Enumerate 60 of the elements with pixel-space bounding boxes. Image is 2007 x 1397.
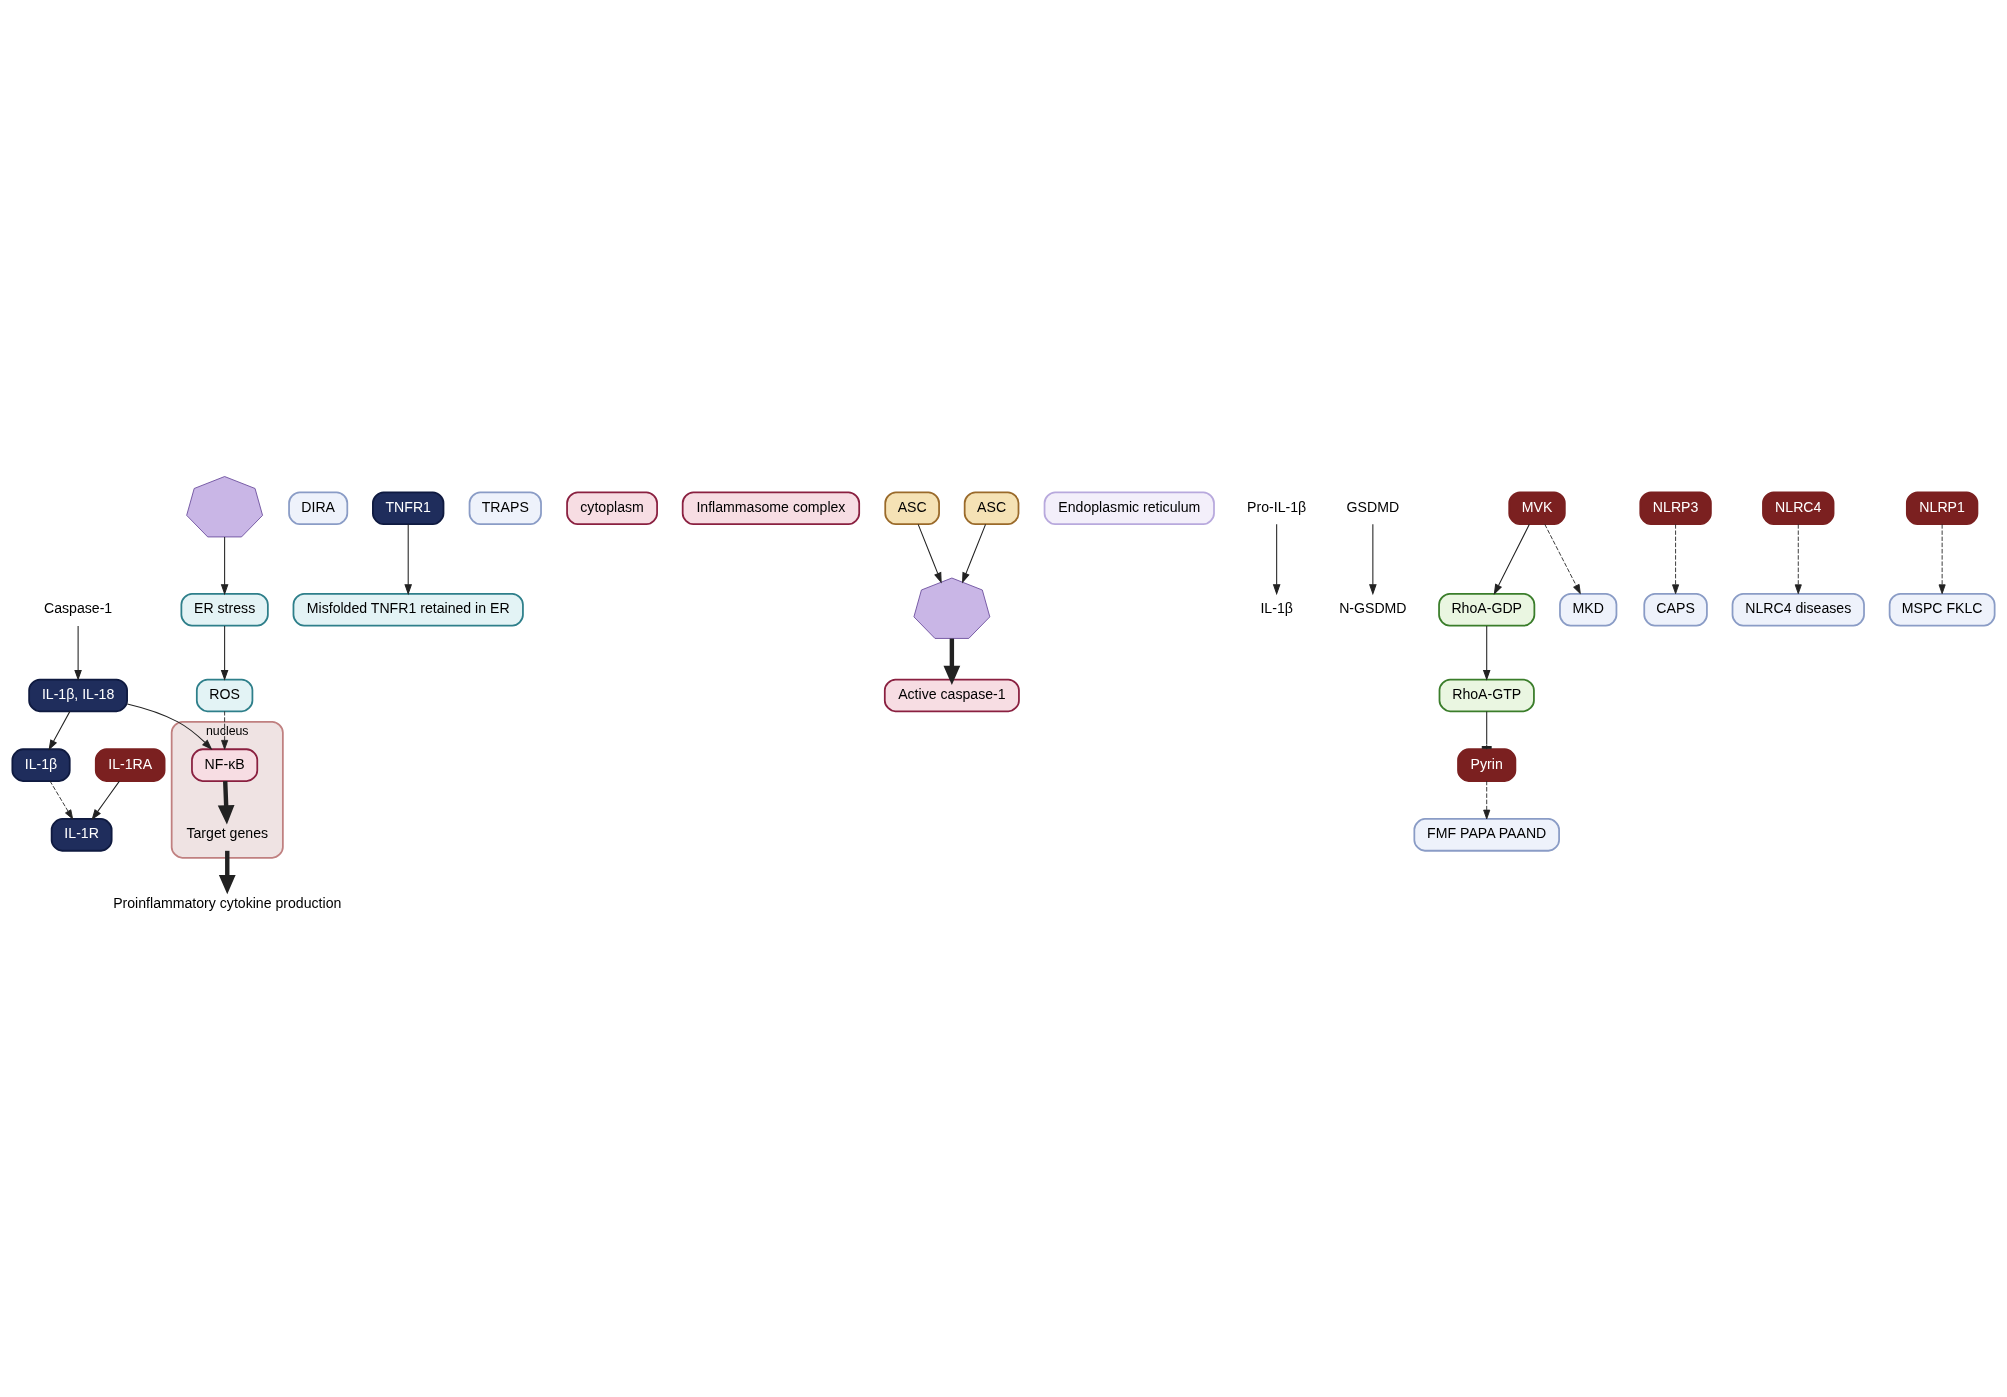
node-box: MSPC FKLC xyxy=(1888,593,1996,627)
node-box: IL-1R xyxy=(50,818,113,852)
node-box: cytoplasm xyxy=(566,491,658,526)
node-box: ROS xyxy=(195,678,254,713)
arrow xyxy=(1272,523,1281,596)
node-text: Pro-IL-1β xyxy=(1247,498,1307,515)
node-box: IL-1RA xyxy=(94,748,166,782)
node-box: ASC xyxy=(884,491,940,526)
arrow xyxy=(1482,625,1491,681)
node-box: NLRC4 xyxy=(1762,491,1835,526)
node-text: GSDMD xyxy=(1346,498,1400,515)
node-box: Active caspase-1 xyxy=(883,678,1020,713)
arrow xyxy=(1938,523,1946,595)
arrow xyxy=(917,523,942,584)
node-box: Endoplasmic reticulum xyxy=(1043,491,1215,526)
node-picture xyxy=(913,577,991,639)
arrow xyxy=(126,703,213,751)
node-box: RhoA-GDP xyxy=(1438,593,1536,627)
node-box: Inflammasome complex xyxy=(681,491,861,526)
arrow xyxy=(91,780,120,821)
arrow xyxy=(49,780,74,820)
arrow xyxy=(1672,523,1680,595)
node-box: ER stress xyxy=(180,593,269,627)
node-text: IL-1β xyxy=(1260,600,1293,617)
arrow xyxy=(1794,523,1802,595)
node-box: NF-κB xyxy=(191,748,259,782)
arrow xyxy=(962,523,987,584)
node-box: MKD xyxy=(1559,593,1618,627)
arrow xyxy=(404,523,413,596)
arrow xyxy=(218,850,236,895)
node-box: CAPS xyxy=(1643,593,1708,627)
arrow xyxy=(1369,523,1377,596)
arrow xyxy=(220,625,229,681)
node-box: IL-1β, IL-18 xyxy=(28,678,128,713)
node-text: Target genes xyxy=(186,825,269,842)
arrow xyxy=(1493,523,1530,596)
node-text: Caspase-1 xyxy=(43,600,113,617)
arrow xyxy=(74,625,82,681)
arrow xyxy=(1544,523,1581,595)
node-box: DIRA xyxy=(288,491,349,526)
arrow xyxy=(220,536,229,596)
node-box: NLRP3 xyxy=(1639,491,1712,526)
node-box: Misfolded TNFR1 retained in ER xyxy=(292,593,524,627)
node-text: N-GSDMD xyxy=(1339,600,1407,617)
node-box: TRAPS xyxy=(468,491,542,526)
node-box: RhoA-GTP xyxy=(1438,678,1535,713)
node-box: ASC xyxy=(963,491,1020,526)
node-box: IL-1β xyxy=(11,748,71,782)
node-text: Proinflammatory cytokine production xyxy=(113,894,342,911)
arrow xyxy=(1483,780,1491,820)
node-box: MVK xyxy=(1508,491,1566,526)
arrow xyxy=(217,781,235,825)
arrow xyxy=(943,638,961,685)
node-picture xyxy=(186,476,263,538)
node-box: NLRC4 diseases xyxy=(1731,593,1865,627)
node-box: FMF PAPA PAAND xyxy=(1413,818,1560,852)
node-box: TNFR1 xyxy=(372,491,445,526)
arrow xyxy=(221,710,229,750)
node-box: NLRP1 xyxy=(1905,491,1979,526)
arrow xyxy=(48,710,71,751)
